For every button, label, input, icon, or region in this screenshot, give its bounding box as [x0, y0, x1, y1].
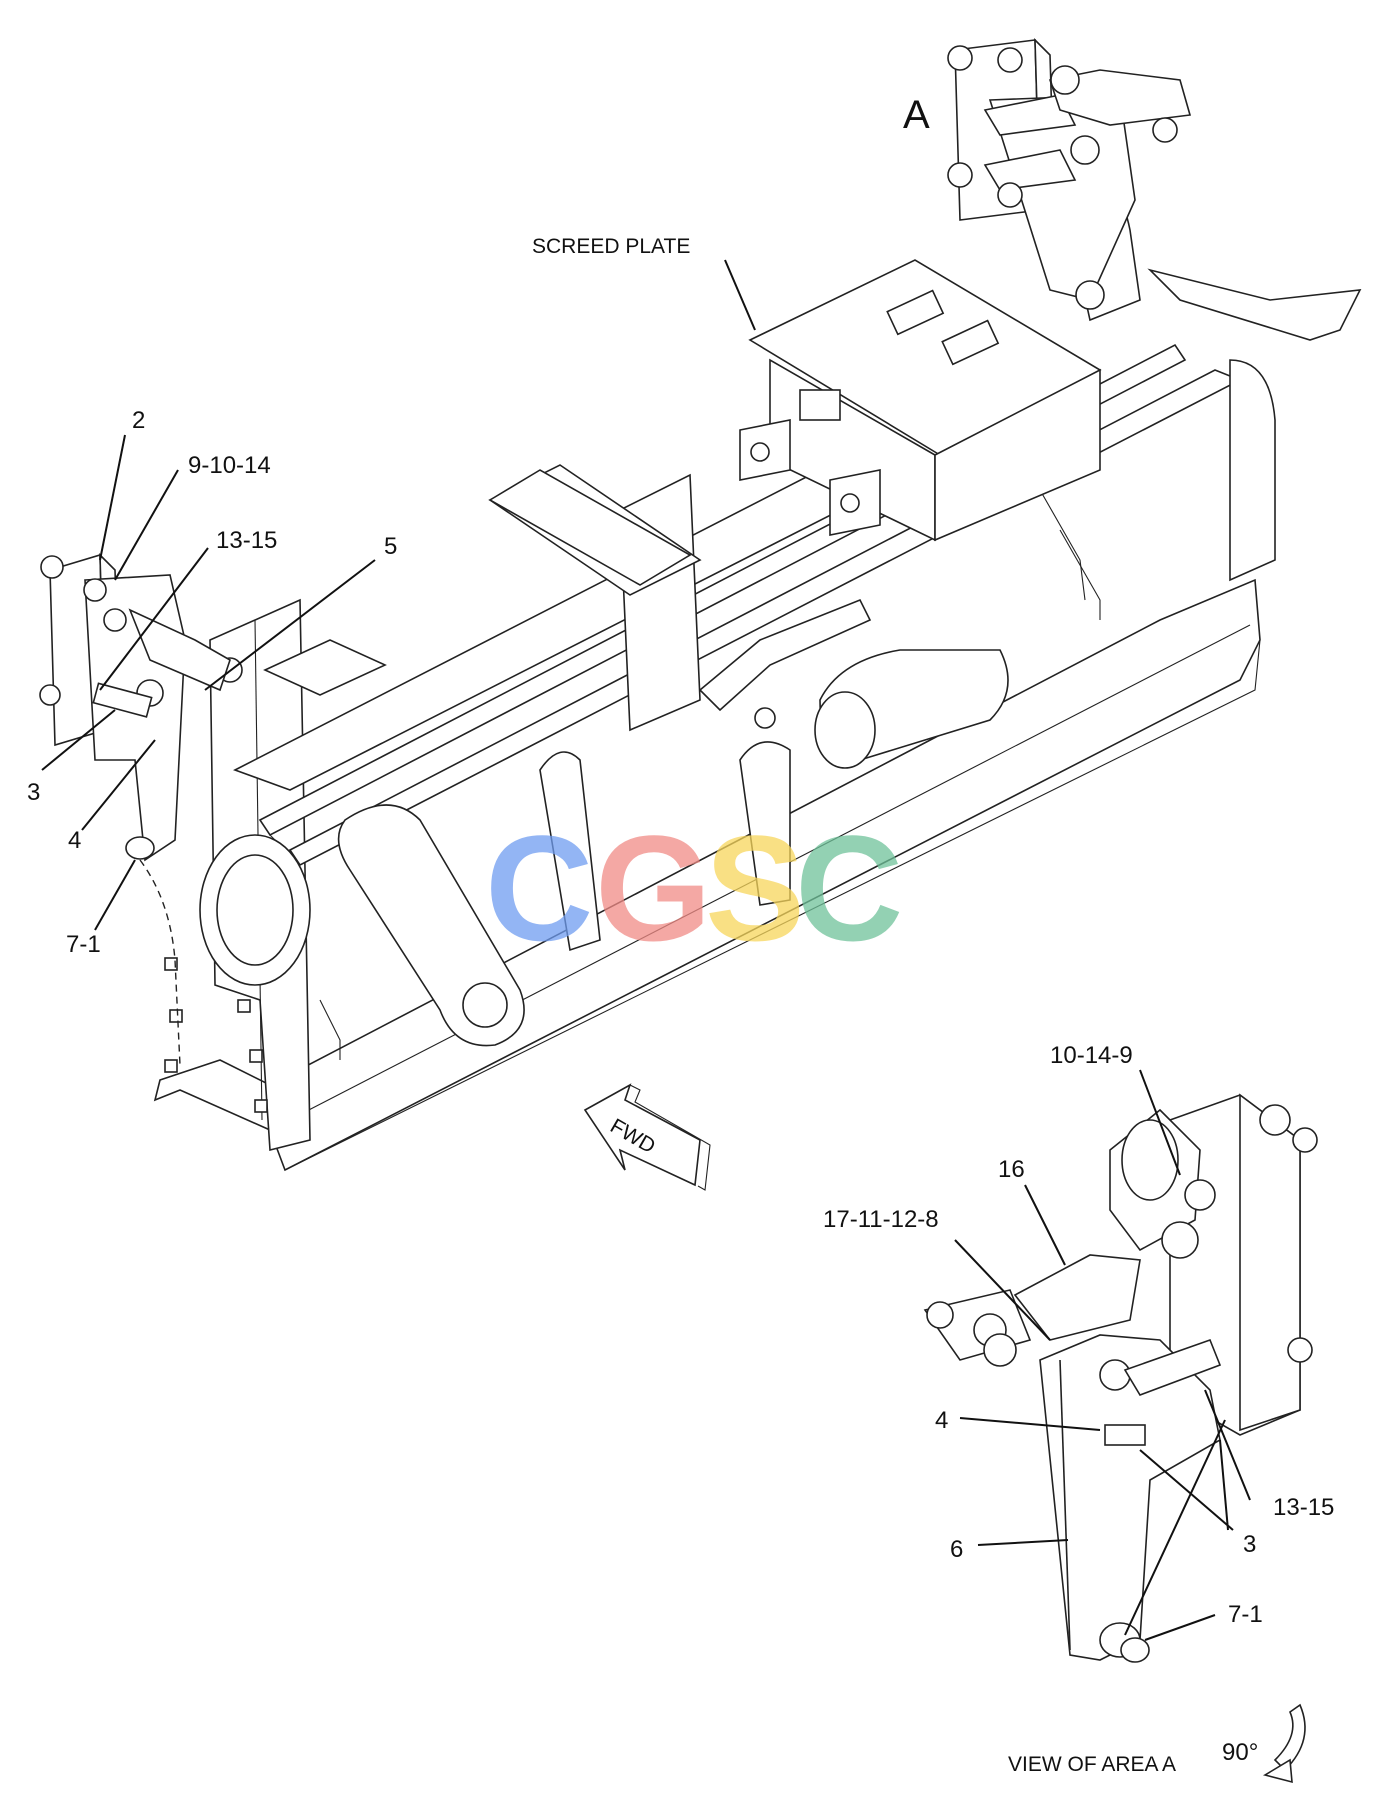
left-bracket-assembly [39, 553, 243, 1066]
callout-4-left: 4 [68, 827, 81, 854]
callout-10-14-9: 10-14-9 [1050, 1042, 1133, 1069]
area-a-assembly [947, 38, 1192, 310]
callout-3-left: 3 [27, 779, 40, 806]
callout-17-11-12-8: 17-11-12-8 [823, 1206, 939, 1233]
callout-9-10-14: 9-10-14 [188, 452, 271, 479]
view-of-area-label: VIEW OF AREA A [1008, 1753, 1176, 1776]
callout-labels: A SCREED PLATE 2 9-10-14 13-15 5 3 4 7-1… [27, 93, 1334, 1776]
watermark-letter-c2: C [795, 804, 903, 972]
detail-view-drawing [923, 1093, 1318, 1663]
main-frame-drawing [153, 168, 1362, 1172]
callout-13-15-detail: 13-15 [1273, 1494, 1334, 1521]
callout-7-1-detail: 7-1 [1228, 1601, 1263, 1628]
view-marker-a: A [903, 93, 930, 137]
cgsc-watermark: C G S C [485, 804, 903, 972]
watermark-letter-s: S [705, 804, 805, 972]
callout-13-15-left: 13-15 [216, 527, 277, 554]
watermark-letter-c1: C [485, 804, 593, 972]
watermark-letter-g: G [595, 804, 712, 972]
callout-4-detail: 4 [935, 1407, 948, 1434]
rotation-icon [1262, 1703, 1306, 1784]
fwd-arrow: FWD [583, 1083, 711, 1191]
callout-16: 16 [998, 1156, 1025, 1183]
leader-lines [41, 259, 1251, 1641]
rotation-label: 90° [1222, 1739, 1258, 1766]
callout-3-detail: 3 [1243, 1531, 1256, 1558]
callout-7-1-left: 7-1 [66, 931, 101, 958]
screed-plate-label: SCREED PLATE [532, 235, 690, 258]
callout-2: 2 [132, 407, 145, 434]
callout-5: 5 [384, 533, 397, 560]
callout-6: 6 [950, 1536, 963, 1563]
